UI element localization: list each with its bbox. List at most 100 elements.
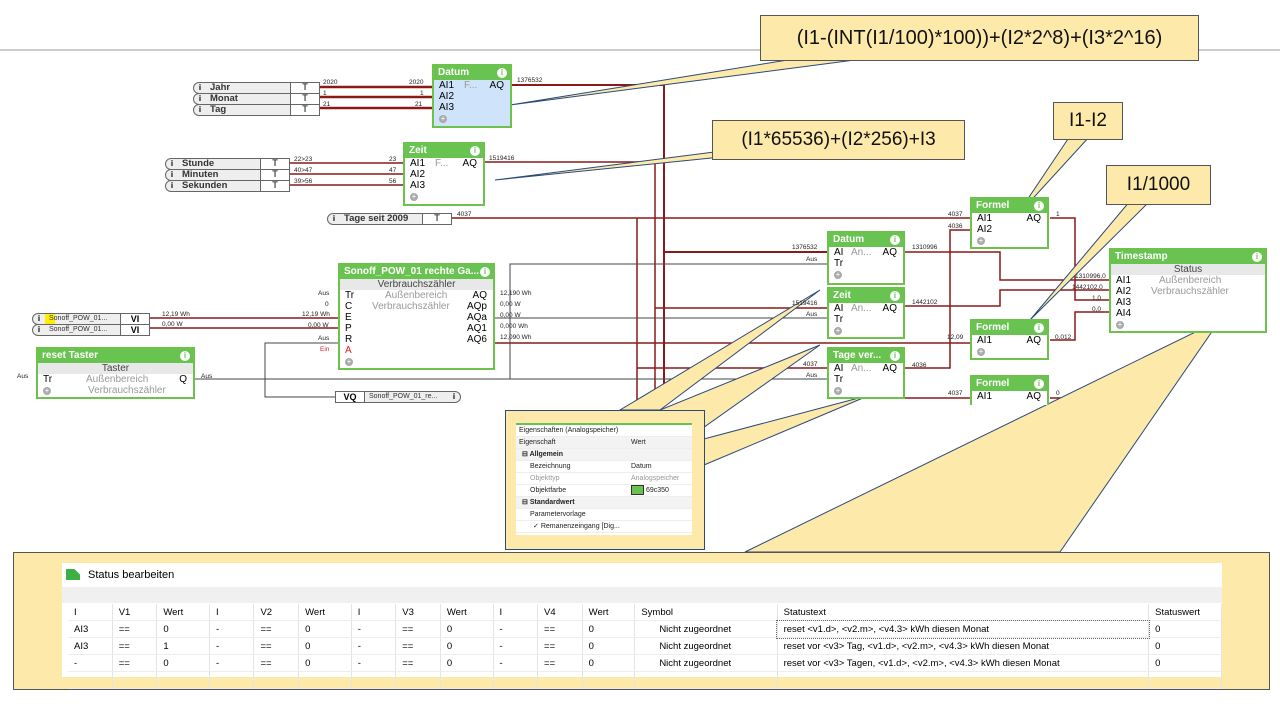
- table-cell[interactable]: reset <v1.d>, <v2.m>, <v4.3> kWh diesen …: [776, 619, 1150, 639]
- add-input-icon[interactable]: +: [977, 347, 985, 356]
- table-cell[interactable]: -: [351, 654, 397, 672]
- table-cell[interactable]: Nicht zugeordnet: [634, 637, 778, 655]
- info-icon[interactable]: i: [1034, 379, 1044, 389]
- property-row[interactable]: Objektfarbe 69c350: [516, 485, 692, 497]
- table-cell[interactable]: [395, 671, 441, 689]
- table-cell[interactable]: 0: [440, 654, 494, 672]
- table-cell[interactable]: ==: [112, 620, 158, 638]
- column-header[interactable]: Statustext: [777, 604, 1150, 621]
- checkbox-icon[interactable]: ✓: [533, 523, 539, 530]
- table-cell[interactable]: ==: [253, 654, 300, 672]
- table-cell[interactable]: [1148, 671, 1222, 689]
- column-header[interactable]: Wert: [298, 604, 352, 621]
- info-icon[interactable]: i: [890, 291, 900, 301]
- info-icon[interactable]: i: [480, 267, 490, 277]
- table-cell[interactable]: ==: [253, 620, 300, 638]
- table-cell[interactable]: [298, 671, 352, 689]
- table-cell[interactable]: ==: [537, 654, 583, 672]
- collapse-icon[interactable]: ⊟: [522, 451, 528, 458]
- info-icon[interactable]: i: [1034, 201, 1044, 211]
- table-cell[interactable]: -: [209, 637, 255, 655]
- table-cell[interactable]: ==: [253, 637, 300, 655]
- add-input-icon[interactable]: +: [834, 326, 842, 335]
- table-cell[interactable]: [112, 671, 158, 689]
- property-value[interactable]: Datum: [631, 463, 652, 470]
- table-cell[interactable]: [777, 671, 1150, 689]
- table-cell[interactable]: Nicht zugeordnet: [634, 620, 778, 638]
- info-icon[interactable]: i: [37, 325, 41, 334]
- table-cell[interactable]: 0: [440, 620, 494, 638]
- info-icon[interactable]: i: [170, 159, 174, 168]
- column-header[interactable]: Symbol: [634, 604, 778, 621]
- info-icon[interactable]: i: [452, 392, 456, 401]
- info-icon[interactable]: i: [170, 181, 174, 190]
- table-cell[interactable]: 0: [582, 620, 636, 638]
- info-icon[interactable]: i: [37, 314, 41, 323]
- property-value[interactable]: 69c350: [645, 487, 669, 494]
- table-cell[interactable]: [209, 671, 255, 689]
- table-cell[interactable]: [440, 671, 494, 689]
- info-icon[interactable]: i: [1034, 323, 1044, 333]
- info-icon[interactable]: i: [890, 235, 900, 245]
- column-header[interactable]: V2: [253, 604, 300, 621]
- color-swatch[interactable]: [631, 485, 644, 496]
- table-cell[interactable]: ==: [395, 620, 441, 638]
- table-cell[interactable]: 0: [582, 654, 636, 672]
- info-icon[interactable]: i: [198, 105, 202, 114]
- table-cell[interactable]: -: [209, 620, 255, 638]
- table-cell[interactable]: reset vor <v3> Tag, <v1.d>, <v2.m>, <v4.…: [777, 637, 1150, 655]
- table-cell[interactable]: 0: [298, 654, 352, 672]
- table-cell[interactable]: 0: [1148, 620, 1222, 638]
- add-input-icon[interactable]: +: [439, 114, 447, 123]
- info-icon[interactable]: i: [890, 351, 900, 361]
- table-cell[interactable]: Nicht zugeordnet: [634, 654, 778, 672]
- table-cell[interactable]: AI3: [68, 637, 113, 655]
- column-header[interactable]: V3: [395, 604, 441, 621]
- table-cell[interactable]: -: [493, 637, 539, 655]
- column-header[interactable]: I: [209, 604, 255, 621]
- table-cell[interactable]: 0: [156, 620, 210, 638]
- add-input-icon[interactable]: +: [345, 357, 353, 366]
- table-cell[interactable]: [253, 671, 300, 689]
- table-cell[interactable]: ==: [395, 637, 441, 655]
- add-input-icon[interactable]: +: [834, 270, 842, 279]
- column-header[interactable]: Wert: [156, 604, 210, 621]
- column-header[interactable]: Wert: [582, 604, 636, 621]
- table-cell[interactable]: ==: [537, 637, 583, 655]
- property-row[interactable]: ✓ Remanenzeingang [Dig...: [516, 521, 692, 533]
- table-cell[interactable]: -: [68, 654, 113, 672]
- info-icon[interactable]: i: [497, 68, 507, 78]
- add-input-icon[interactable]: +: [410, 192, 418, 201]
- info-icon[interactable]: i: [332, 214, 336, 223]
- column-header[interactable]: V1: [112, 604, 158, 621]
- table-cell[interactable]: [537, 671, 583, 689]
- info-icon[interactable]: i: [170, 170, 174, 179]
- column-header[interactable]: I: [351, 604, 397, 621]
- table-cell[interactable]: 0: [156, 654, 210, 672]
- table-cell[interactable]: 0: [582, 637, 636, 655]
- info-icon[interactable]: i: [470, 146, 480, 156]
- table-cell[interactable]: [68, 671, 113, 689]
- column-header[interactable]: Wert: [440, 604, 494, 621]
- column-header[interactable]: I: [68, 604, 113, 621]
- info-icon[interactable]: i: [180, 351, 190, 361]
- table-cell[interactable]: 1: [156, 637, 210, 655]
- table-cell[interactable]: 0: [298, 637, 352, 655]
- add-input-icon[interactable]: +: [834, 386, 842, 395]
- table-cell[interactable]: ==: [112, 637, 158, 655]
- table-cell[interactable]: AI3: [68, 620, 113, 638]
- table-cell[interactable]: 0: [298, 620, 352, 638]
- table-cell[interactable]: [351, 671, 397, 689]
